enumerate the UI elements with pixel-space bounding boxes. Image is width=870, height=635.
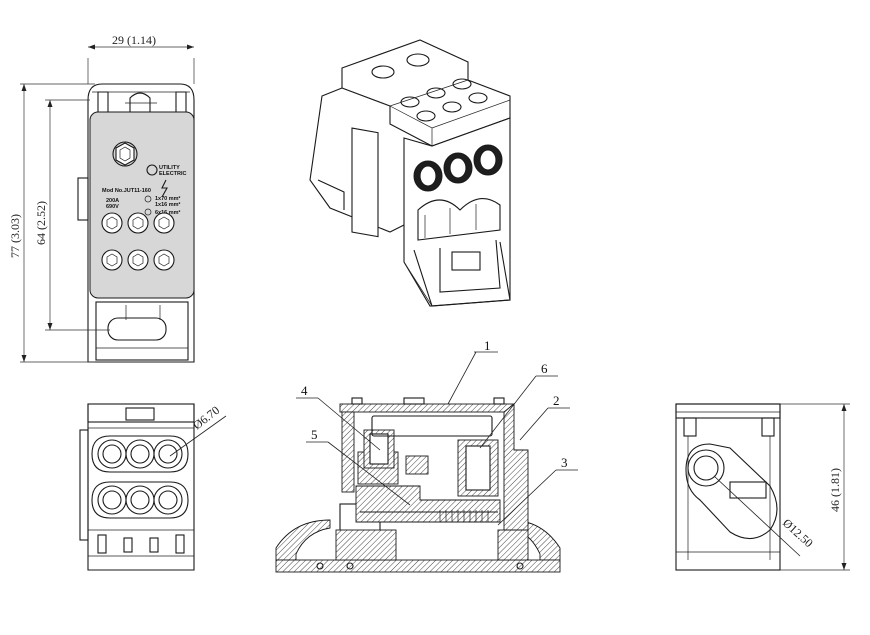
hex-bolt-icon	[112, 141, 138, 167]
brand-line2: ELECTRIC	[159, 171, 187, 177]
callout-4: 4	[301, 383, 308, 398]
front-view: UTILITY ELECTRIC Mod No.JUT11-160 200A 6…	[8, 33, 195, 363]
current-rating: 200A	[106, 198, 119, 204]
terminal-symbol-icon	[144, 195, 152, 203]
voltage-rating: 690V	[106, 204, 119, 210]
spec-line3: 6x16 mm²	[155, 209, 181, 216]
dim-height-inner: 64 (2.52)	[34, 201, 48, 245]
brand-logo-icon	[146, 164, 158, 176]
callout-3: 3	[561, 455, 568, 470]
side-view: Ø12.50 46 (1.81)	[675, 403, 850, 571]
screw-row-lower	[101, 249, 175, 271]
callout-1: 1	[484, 338, 491, 353]
callout-5: 5	[311, 427, 318, 442]
dim-height-overall: 77 (3.03)	[8, 214, 22, 258]
screw-row-upper	[101, 212, 175, 234]
brand-line1: UTILITY	[159, 165, 180, 171]
dim-dia-large: Ø12.50	[780, 516, 816, 550]
section-view: 1 2 3 4 5 6	[275, 338, 578, 573]
model-number: Mod No.JUT11-160	[102, 188, 151, 194]
spec-line2: 1x16 mm²	[155, 201, 181, 208]
entry-face-view: Ø6.70	[79, 403, 227, 571]
lightning-icon	[161, 179, 168, 198]
isometric-view	[309, 39, 511, 307]
dim-dia-small: Ø6.70	[190, 403, 222, 432]
dim-height-side: 46 (1.81)	[828, 468, 842, 512]
spec-line1: 1x70 mm²	[155, 195, 181, 202]
callout-6: 6	[541, 361, 548, 376]
dim-width-top: 29 (1.14)	[112, 33, 156, 47]
callout-2: 2	[553, 393, 560, 408]
